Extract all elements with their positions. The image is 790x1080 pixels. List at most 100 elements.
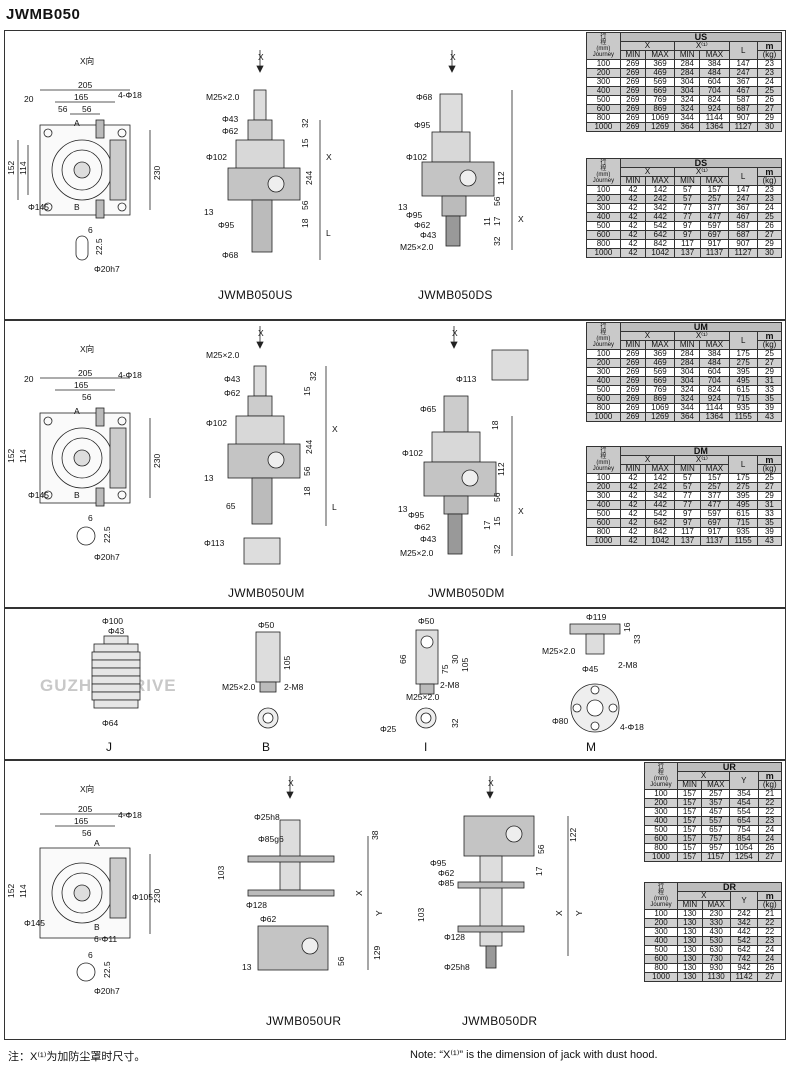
table-cell: 269 <box>619 412 646 422</box>
m-flange-drawing: Φ119 16 33 M25×2.0 Φ45 2-M8 Φ80 4-Φ18 <box>542 612 644 733</box>
svg-text:Φ128: Φ128 <box>246 900 267 910</box>
svg-text:Φ145: Φ145 <box>24 918 45 928</box>
table-cell: 1155 <box>728 536 758 546</box>
table-cell: 43 <box>756 412 783 422</box>
svg-text:Φ62: Φ62 <box>222 126 239 136</box>
caption-ds: JWMB050DS <box>418 288 493 302</box>
svg-text:112: 112 <box>496 462 506 476</box>
svg-text:Φ45: Φ45 <box>582 664 599 674</box>
svg-text:56: 56 <box>58 104 68 114</box>
svg-text:M25×2.0: M25×2.0 <box>400 548 434 558</box>
svg-text:112: 112 <box>496 171 506 185</box>
svg-text:205: 205 <box>78 368 92 378</box>
svg-text:20: 20 <box>24 374 34 384</box>
svg-text:56: 56 <box>492 196 502 206</box>
caption-um: JWMB050UM <box>228 586 305 600</box>
table-cell: L <box>728 331 758 350</box>
svg-text:L: L <box>332 502 337 512</box>
svg-text:Φ64: Φ64 <box>102 718 119 728</box>
table-cell: 43 <box>756 536 783 546</box>
svg-text:Φ113: Φ113 <box>204 538 225 548</box>
svg-text:18: 18 <box>300 218 310 228</box>
svg-text:122: 122 <box>568 828 578 842</box>
caption-m: M <box>586 740 597 754</box>
svg-text:105: 105 <box>460 658 470 672</box>
svg-text:38: 38 <box>370 830 380 840</box>
table-cell: 行程(mm)Journey <box>586 322 621 350</box>
table-cell: 1000 <box>644 852 678 862</box>
table-cell: 27 <box>757 852 783 862</box>
svg-text:56: 56 <box>300 200 310 210</box>
svg-text:17: 17 <box>482 520 492 530</box>
svg-text:33: 33 <box>632 634 642 644</box>
svg-text:M25×2.0: M25×2.0 <box>406 692 440 702</box>
us-jack-drawing: X M25×2.0 Φ43 Φ62 Φ102 13 Φ95 Φ68 32 15 … <box>204 50 332 260</box>
svg-text:M25×2.0: M25×2.0 <box>542 646 576 656</box>
svg-text:15: 15 <box>302 386 312 396</box>
svg-text:Φ102: Φ102 <box>206 152 227 162</box>
svg-text:230: 230 <box>152 889 162 903</box>
x-view-drawing-3: X向 205 165 56 4-Φ18 A B 152 114 230 Φ105… <box>6 784 162 996</box>
svg-text:18: 18 <box>490 420 500 430</box>
svg-text:Φ100: Φ100 <box>102 616 123 626</box>
svg-text:4-Φ18: 4-Φ18 <box>118 370 142 380</box>
svg-text:4-Φ18: 4-Φ18 <box>118 90 142 100</box>
svg-text:114: 114 <box>18 161 28 175</box>
table-cell: 130 <box>677 972 703 982</box>
caption-dm: JWMB050DM <box>428 586 505 600</box>
panel-um-dm <box>4 320 786 608</box>
svg-text:129: 129 <box>372 946 382 960</box>
svg-text:56: 56 <box>82 392 92 402</box>
svg-text:Φ20h7: Φ20h7 <box>94 552 120 562</box>
svg-text:Φ62: Φ62 <box>414 220 431 230</box>
svg-text:B: B <box>74 490 80 500</box>
svg-text:Φ68: Φ68 <box>222 250 239 260</box>
svg-text:56: 56 <box>82 828 92 838</box>
svg-text:Φ25h8: Φ25h8 <box>254 812 280 822</box>
x-view-label: X向 <box>80 784 94 794</box>
ds-jack-drawing: X Φ68 Φ95 Φ102 13 Φ95 Φ62 Φ43 M25×2.0 11… <box>398 50 524 252</box>
svg-text:6-Φ11: 6-Φ11 <box>94 934 117 944</box>
svg-text:152: 152 <box>6 449 16 463</box>
caption-j: J <box>106 740 113 754</box>
table-cell: 137 <box>674 248 701 258</box>
svg-text:A: A <box>74 118 80 128</box>
x-view-label: X向 <box>80 56 94 66</box>
caption-us: JWMB050US <box>218 288 293 302</box>
svg-text:Φ119: Φ119 <box>586 612 607 622</box>
caption-ur: JWMB050UR <box>266 1014 342 1028</box>
table-cell: 1364 <box>699 122 730 132</box>
table-cell: 364 <box>674 412 701 422</box>
svg-text:56: 56 <box>336 956 346 966</box>
table-cell: 1127 <box>728 122 758 132</box>
svg-text:Φ62: Φ62 <box>224 388 241 398</box>
j-dust-hood-drawing: Φ100 Φ43 Φ64 <box>91 616 141 728</box>
dr-jack-drawing: X Φ95 Φ62 Φ85 103 Φ128 Φ25h8 122 56 17 X… <box>416 776 584 972</box>
table-cell: 364 <box>674 122 701 132</box>
svg-text:15: 15 <box>492 516 502 526</box>
panel-us-ds <box>4 30 786 320</box>
table-cell: 269 <box>619 122 646 132</box>
svg-text:165: 165 <box>74 380 88 390</box>
svg-text:16: 16 <box>622 622 632 632</box>
table-cell: 157 <box>676 852 703 862</box>
svg-text:4-Φ18: 4-Φ18 <box>620 722 644 732</box>
svg-text:13: 13 <box>204 207 214 217</box>
table-cell: 30 <box>756 248 783 258</box>
svg-text:M25×2.0: M25×2.0 <box>206 92 240 102</box>
table-cell: 1155 <box>728 412 758 422</box>
